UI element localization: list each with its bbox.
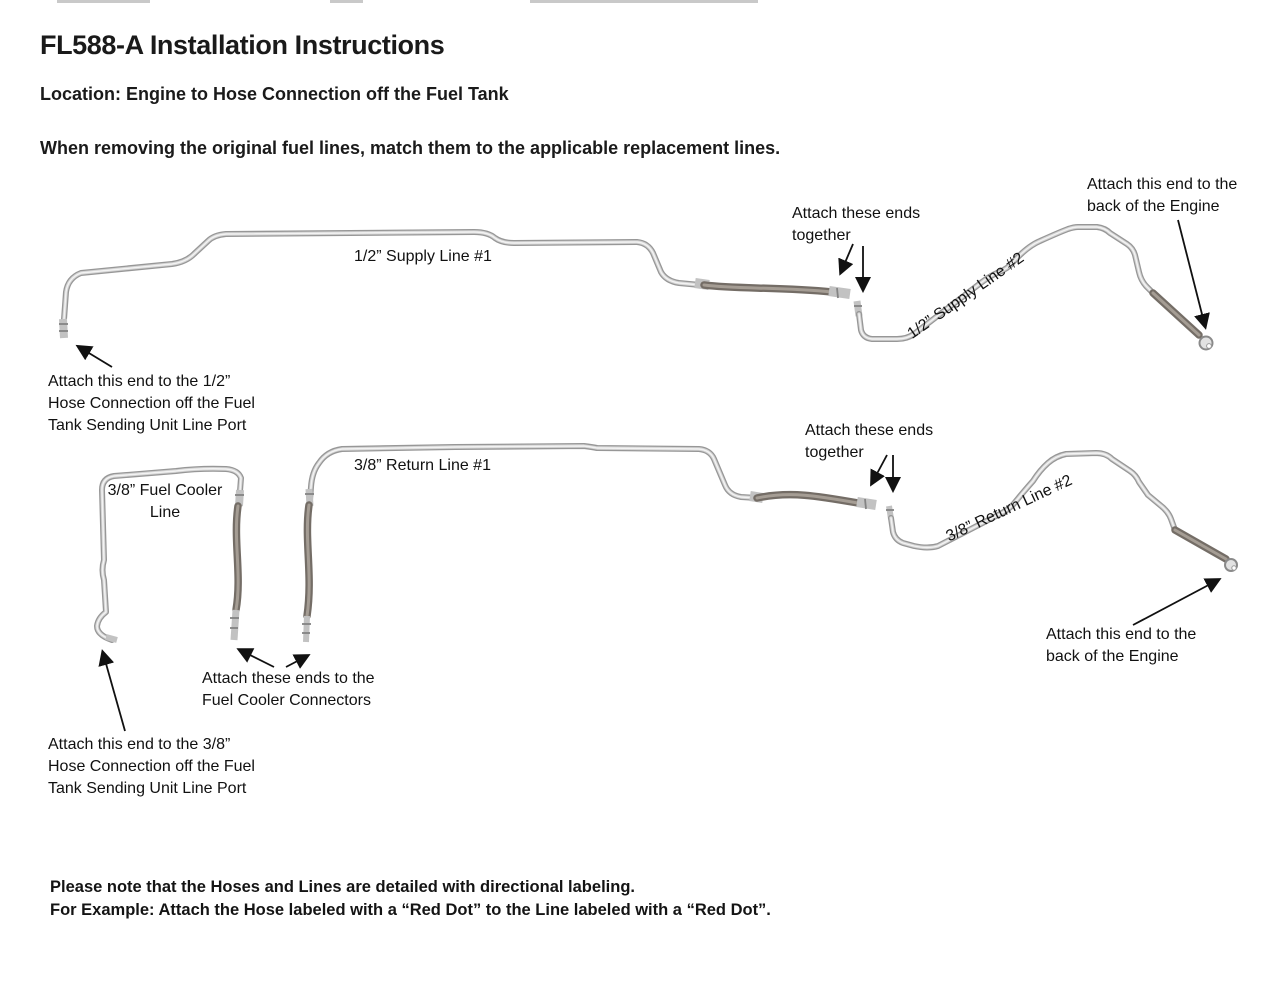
label-attach-tank-half-inch: Attach this end to the 1/2” Hose Connect…	[48, 371, 255, 437]
label-line: back of the Engine	[1046, 648, 1179, 665]
label-line: Tank Sending Unit Line Port	[48, 417, 247, 434]
arrow-to-return2-engine-end	[1132, 578, 1222, 626]
fitting-ring	[836, 287, 839, 299]
label-line: Attach this end to the 3/8”	[48, 736, 231, 753]
hose-end-fitting	[303, 615, 310, 643]
arrow-to-supply1-hose-end	[838, 243, 854, 276]
label-line: Attach these ends	[805, 422, 934, 439]
label-line: Hose Connection off the Fuel	[48, 395, 255, 412]
label-attach-together-return: Attach these ends together	[805, 420, 933, 464]
label-line: 3/8” Fuel Cooler	[107, 482, 223, 499]
label-line: Attach this end to the	[1087, 176, 1238, 193]
supply-line-1-tube	[59, 232, 700, 339]
label-line: Fuel Cooler Connectors	[202, 692, 371, 709]
hose-end-fitting	[230, 609, 240, 641]
tube-end-fitting	[59, 318, 68, 339]
location-line: Location: Engine to Hose Connection off …	[40, 84, 509, 104]
label-line: together	[792, 227, 851, 244]
hose-end-fitting	[828, 286, 851, 299]
tube-end-fitting	[105, 634, 118, 643]
label-line: Hose Connection off the Fuel	[48, 758, 255, 775]
eyelet-hole	[1206, 343, 1212, 349]
arrow-to-supply2-engine-end	[1177, 219, 1210, 330]
footer-note-line-1: Please note that the Hoses and Lines are…	[50, 878, 635, 896]
label-attach-together-supply: Attach these ends together	[792, 203, 920, 247]
arrow-to-cooler-hose-1	[236, 648, 275, 668]
label-line: Attach these ends	[792, 205, 921, 222]
fuel-cooler-braided-hose	[230, 506, 240, 641]
label-line: Attach these ends to the	[202, 670, 375, 687]
page-title: FL588-A Installation Instructions	[40, 30, 445, 60]
supply-line-2-tube	[853, 227, 1214, 351]
label-supply-line-1: 1/2” Supply Line #1	[354, 248, 492, 265]
cutoff-header-artifact	[530, 0, 758, 3]
label-return-line-1: 3/8” Return Line #1	[354, 457, 491, 474]
label-line: Line	[149, 504, 181, 521]
label-line: Attach this end to the	[1046, 626, 1197, 643]
label-line: back of the Engine	[1087, 198, 1220, 215]
arrow-to-return1-hose-end	[870, 454, 888, 487]
label-attach-engine-supply: Attach this end to the back of the Engin…	[1087, 174, 1237, 218]
fitting-ring	[864, 498, 867, 510]
label-line: together	[805, 444, 864, 461]
supply-line-1-braided-hose	[694, 278, 851, 299]
arrow-to-supply1-tank-end	[75, 344, 113, 368]
instruction-line: When removing the original fuel lines, m…	[40, 138, 781, 158]
footer-note-line-2: For Example: Attach the Hose labeled wit…	[50, 901, 771, 919]
label-line: Tank Sending Unit Line Port	[48, 780, 247, 797]
cutoff-header-artifact	[57, 0, 150, 3]
annotation-arrows	[75, 219, 1222, 732]
label-line: Attach this end to the 1/2”	[48, 373, 231, 390]
label-attach-tank-three-eighths: Attach this end to the 3/8” Hose Connect…	[48, 734, 255, 800]
return-line-2-tube	[886, 453, 1238, 572]
return-line-1-braided-hose	[749, 495, 877, 510]
eyelet-hole	[1231, 565, 1237, 571]
label-attach-engine-return: Attach this end to the back of the Engin…	[1046, 624, 1196, 668]
hose-end-fitting	[856, 497, 877, 510]
cutoff-header-artifact	[330, 0, 363, 3]
arrow-to-cooler-tank-end	[98, 649, 126, 732]
arrow-to-cooler-hose-2	[285, 654, 311, 669]
return-line-1-vertical-hose	[302, 488, 314, 643]
label-attach-fuel-cooler-connectors: Attach these ends to the Fuel Cooler Con…	[202, 668, 375, 712]
label-fuel-cooler-line: 3/8” Fuel Cooler Line	[98, 480, 232, 524]
